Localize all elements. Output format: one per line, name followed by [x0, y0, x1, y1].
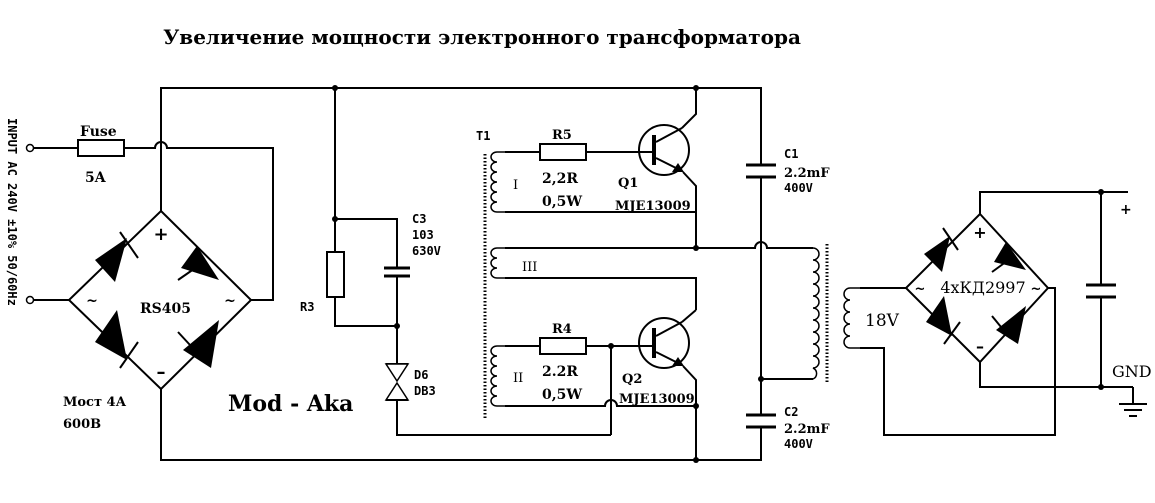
r4-value: 2.2R	[542, 364, 578, 380]
d6-label: D6	[414, 368, 428, 382]
input-section	[25, 139, 274, 305]
c3-voltage: 630V	[412, 244, 441, 258]
main-rails	[160, 87, 762, 461]
t1-label: T1	[476, 129, 490, 143]
r5-label: R5	[552, 128, 572, 143]
q1-label: Q1	[618, 176, 638, 191]
output-gnd: GND	[1112, 362, 1152, 381]
c1-label: C1	[784, 147, 798, 161]
bridge2-minus: –	[976, 337, 984, 356]
c2-value: 2.2mF	[784, 422, 830, 437]
r4-label: R4	[552, 322, 572, 337]
output-section	[979, 189, 1147, 417]
c3-symbol	[384, 266, 410, 278]
bridge1-ac-left: ~	[86, 293, 98, 309]
bridge1-note-current: Мост 4А	[63, 395, 127, 410]
output-transformer	[761, 244, 1056, 436]
output-plus: +	[1120, 202, 1132, 218]
q2-label: Q2	[622, 372, 642, 387]
c3-label: C3	[412, 212, 426, 226]
bridge1-note-voltage: 600В	[63, 417, 101, 432]
t1-winding-2	[490, 343, 696, 435]
bridge1-name: RS405	[140, 301, 191, 317]
d6-type: DB3	[414, 384, 436, 398]
bridge1-minus: –	[157, 362, 166, 383]
input-wire-top	[34, 141, 274, 301]
input-terminal-top	[25, 143, 35, 153]
bridge2-symbol	[904, 212, 1050, 364]
c1-voltage: 400V	[784, 181, 813, 195]
c1-value: 2.2mF	[784, 166, 830, 181]
bridge1-ac-right: ~	[224, 293, 236, 309]
t1-winding-1-label: I	[513, 178, 518, 193]
t1-winding-3	[490, 241, 813, 310]
q2-transistor-symbol	[633, 309, 699, 460]
r4-power: 0,5W	[542, 387, 582, 403]
r4-symbol	[539, 337, 587, 355]
bridge2-name: 4хКД2997	[940, 278, 1025, 297]
r3-label: R3	[300, 300, 314, 314]
mod-label: Mod - Aka	[228, 391, 353, 417]
c2-voltage: 400V	[784, 437, 813, 451]
r3-c3-d6-network	[332, 85, 611, 436]
t1-winding-2-label: II	[513, 371, 523, 386]
bridge1-plus: +	[153, 224, 168, 245]
c3-value: 103	[412, 228, 434, 242]
c2-symbol	[746, 413, 776, 429]
fuse-rating: 5A	[85, 170, 107, 186]
r5-symbol	[539, 143, 587, 161]
q1-type: MJE13009	[615, 199, 691, 214]
r5-power: 0,5W	[542, 194, 582, 210]
c1-symbol	[746, 163, 776, 179]
q2-emitter-node	[693, 457, 699, 463]
bridge2-ac-right: ~	[1031, 282, 1042, 297]
page-title: Увеличение мощности электронного трансфо…	[163, 25, 801, 49]
fuse-symbol	[77, 139, 125, 157]
input-terminal-bottom	[25, 295, 35, 305]
bridge2-ac-left: ~	[915, 282, 926, 297]
t1-winding-3-label: III	[522, 260, 537, 275]
secondary-voltage: 18V	[865, 311, 900, 331]
q1-collector-node	[693, 85, 699, 91]
fuse-label: Fuse	[80, 124, 117, 140]
q2-type: MJE13009	[619, 392, 695, 407]
bridge2-plus: +	[973, 223, 986, 242]
input-label: INPUT AC 240V ±10% 50/60Hz	[5, 118, 19, 306]
c2-label: C2	[784, 405, 798, 419]
q1-transistor-symbol	[633, 88, 697, 212]
d6-diac-symbol	[384, 363, 410, 401]
r5-value: 2,2R	[542, 171, 578, 187]
r3-symbol	[326, 251, 345, 298]
